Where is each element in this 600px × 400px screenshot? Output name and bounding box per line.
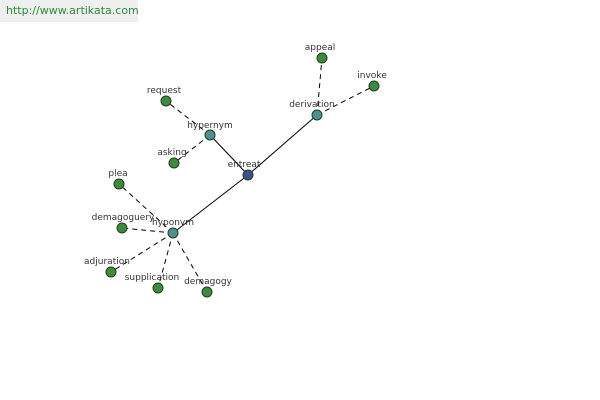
- node-request[interactable]: [160, 95, 172, 107]
- label-derivation: derivation: [289, 100, 335, 110]
- label-demagogy: demagogy: [184, 277, 232, 287]
- label-invoke: invoke: [357, 71, 387, 81]
- node-adjuration[interactable]: [105, 266, 117, 278]
- label-supplication: supplication: [125, 273, 180, 283]
- edge-hypernym-asking: [173, 134, 211, 164]
- label-plea: plea: [108, 169, 127, 179]
- edge-hyponym-demagoguery: [121, 227, 174, 234]
- node-demagogy[interactable]: [201, 286, 213, 298]
- node-invoke[interactable]: [368, 80, 380, 92]
- node-appeal[interactable]: [316, 52, 328, 64]
- node-plea[interactable]: [113, 178, 125, 190]
- label-entreat: entreat: [228, 160, 261, 170]
- edge-entreat-derivation: [247, 114, 318, 176]
- label-adjuration: adjuration: [84, 257, 130, 267]
- edge-hyponym-plea: [118, 183, 174, 234]
- label-demagoguery: demagoguery: [92, 213, 155, 223]
- edge-derivation-appeal: [316, 57, 323, 116]
- edge-hypernym-request: [165, 100, 211, 136]
- label-asking: asking: [157, 148, 186, 158]
- edge-hyponym-demagogy: [172, 232, 208, 293]
- site-link[interactable]: http://www.artikata.com: [0, 0, 139, 22]
- edge-entreat-hypernym: [209, 134, 249, 176]
- edge-derivation-invoke: [316, 85, 375, 116]
- node-asking[interactable]: [168, 157, 180, 169]
- node-entreat[interactable]: [242, 169, 254, 181]
- label-request: request: [147, 86, 182, 96]
- node-derivation[interactable]: [311, 109, 323, 121]
- edge-entreat-hyponym: [172, 174, 249, 234]
- node-hypernym[interactable]: [204, 129, 216, 141]
- edge-hyponym-supplication: [157, 232, 174, 289]
- edge-hyponym-adjuration: [110, 232, 174, 273]
- label-hypernym: hypernym: [187, 121, 233, 131]
- label-hyponym: hyponym: [152, 218, 194, 228]
- label-appeal: appeal: [305, 43, 336, 53]
- node-hyponym[interactable]: [167, 227, 179, 239]
- node-supplication[interactable]: [152, 282, 164, 294]
- node-demagoguery[interactable]: [116, 222, 128, 234]
